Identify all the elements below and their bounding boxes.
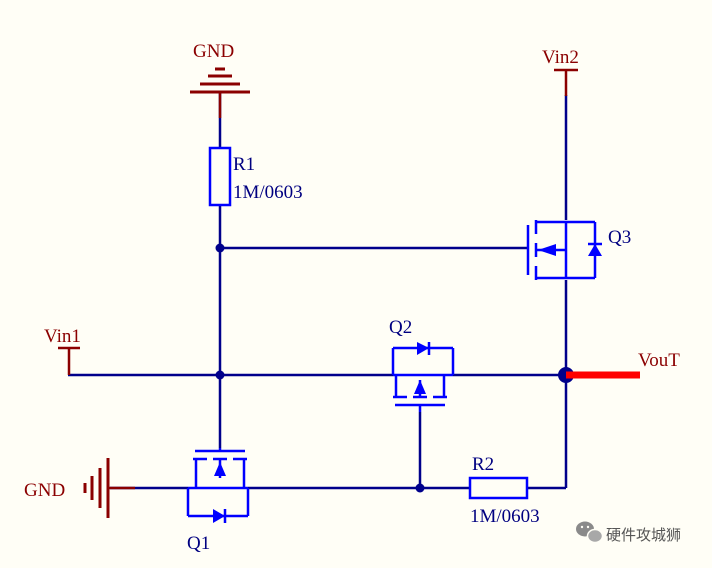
wechat-icon — [576, 521, 604, 544]
net-label-vin1: Vin1 — [44, 326, 81, 347]
junction-dot — [215, 243, 225, 253]
net-label-gnd-top: GND — [193, 41, 234, 62]
gnd-left-symbol — [83, 458, 135, 518]
r1-designator: R1 — [233, 154, 255, 175]
vin2-port — [554, 68, 578, 96]
resistor-r2 — [468, 476, 529, 500]
q3-arrow — [538, 244, 556, 256]
r2-designator: R2 — [472, 454, 494, 475]
q1-diode — [213, 509, 225, 523]
resistor-r1 — [208, 146, 232, 207]
q2-designator: Q2 — [389, 317, 412, 338]
watermark: 硬件攻城狮 — [576, 521, 681, 544]
junction-dot — [415, 483, 425, 493]
junction-dot — [215, 370, 225, 380]
gnd-top-symbol — [190, 67, 250, 118]
q3-diode — [588, 244, 602, 256]
r1-value: 1M/0603 — [233, 182, 303, 203]
q3-designator: Q3 — [608, 227, 631, 248]
watermark-text: 硬件攻城狮 — [606, 526, 681, 544]
net-label-gnd-left: GND — [24, 480, 65, 501]
wires — [68, 92, 568, 490]
junctions — [215, 243, 574, 493]
q1-designator: Q1 — [187, 533, 210, 554]
net-label-vout: VouT — [638, 350, 680, 371]
net-label-vin2: Vin2 — [542, 47, 579, 68]
mosfet-q2 — [391, 342, 455, 412]
q2-diode — [417, 342, 429, 355]
mosfet-q1 — [186, 448, 250, 523]
q2-arrow — [414, 380, 426, 394]
vin1-port — [58, 346, 80, 375]
q1-arrow — [214, 462, 226, 476]
r2-value: 1M/0603 — [470, 506, 540, 527]
